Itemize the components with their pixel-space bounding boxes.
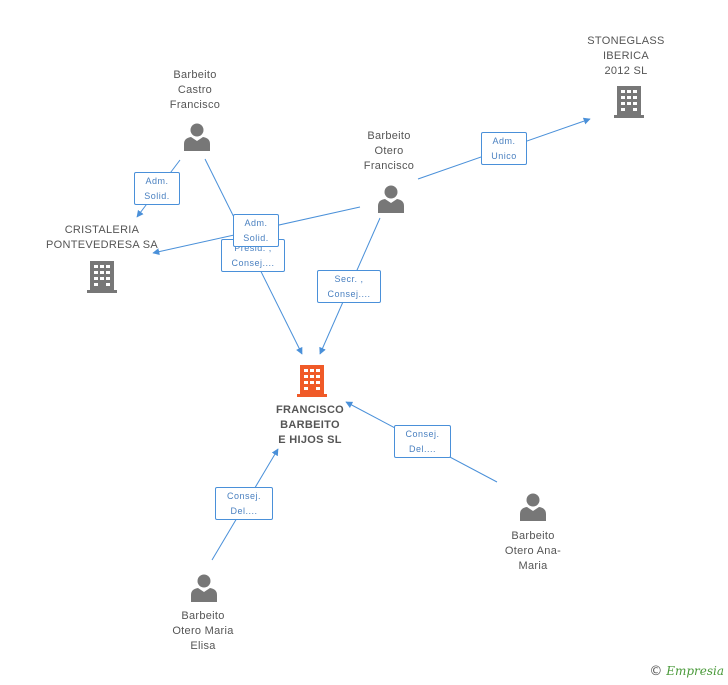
- edge-label-consej-del-elisa[interactable]: Consej. Del....: [215, 487, 273, 520]
- person-icon[interactable]: [189, 573, 219, 603]
- copyright-symbol: ©: [649, 664, 663, 679]
- node-label-castro[interactable]: Barbeito Castro Francisco: [169, 69, 221, 111]
- node-label-ana-maria[interactable]: Barbeito Otero Ana- Maria: [504, 530, 562, 572]
- edge-label-adm-solid-otero[interactable]: Adm. Solid.: [233, 214, 279, 247]
- node-label-otero-francisco[interactable]: Barbeito Otero Francisco: [363, 130, 415, 172]
- node-label-stoneglass[interactable]: STONEGLASS IBERICA 2012 SL: [587, 35, 665, 77]
- node-label-maria-elisa[interactable]: Barbeito Otero Maria Elisa: [172, 610, 234, 652]
- edge-label-secr-consej[interactable]: Secr. , Consej....: [317, 270, 381, 303]
- person-icon[interactable]: [518, 492, 548, 522]
- building-icon[interactable]: [296, 363, 328, 397]
- node-label-main-company[interactable]: FRANCISCO BARBEITO E HIJOS SL: [275, 404, 345, 446]
- edge-label-consej-del-ana[interactable]: Consej. Del....: [394, 425, 451, 458]
- person-icon[interactable]: [376, 184, 406, 214]
- brand-logo: Empresia: [666, 664, 724, 678]
- building-icon[interactable]: [613, 84, 645, 118]
- edge-label-adm-unico[interactable]: Adm. Unico: [481, 132, 527, 165]
- copyright-notice: © Empresia: [649, 664, 724, 679]
- person-icon[interactable]: [182, 122, 212, 152]
- node-label-cristaleria[interactable]: CRISTALERIA PONTEVEDRESA SA: [45, 224, 159, 251]
- edge-label-adm-solid-castro[interactable]: Adm. Solid.: [134, 172, 180, 205]
- building-icon[interactable]: [86, 259, 118, 293]
